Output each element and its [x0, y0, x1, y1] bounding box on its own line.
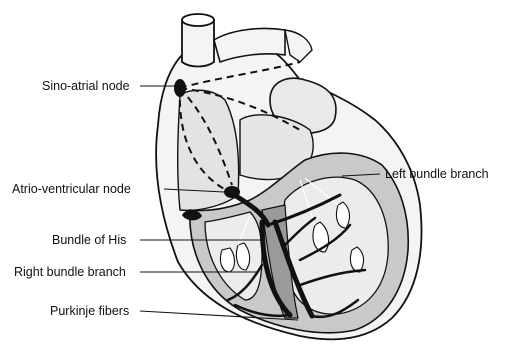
superior-vena-cava	[182, 20, 214, 67]
vena-cava-opening	[182, 14, 214, 26]
label-av-node: Atrio-ventricular node	[12, 182, 131, 196]
label-right-bundle-branch: Right bundle branch	[14, 265, 126, 279]
sa-node	[174, 79, 186, 97]
label-left-bundle-branch: Left bundle branch	[385, 167, 489, 181]
pulmonary-vessels	[285, 30, 312, 62]
label-purkinje-fibers: Purkinje fibers	[50, 304, 129, 318]
label-bundle-of-his: Bundle of His	[52, 233, 126, 247]
label-sa-node: Sino-atrial node	[42, 79, 130, 93]
